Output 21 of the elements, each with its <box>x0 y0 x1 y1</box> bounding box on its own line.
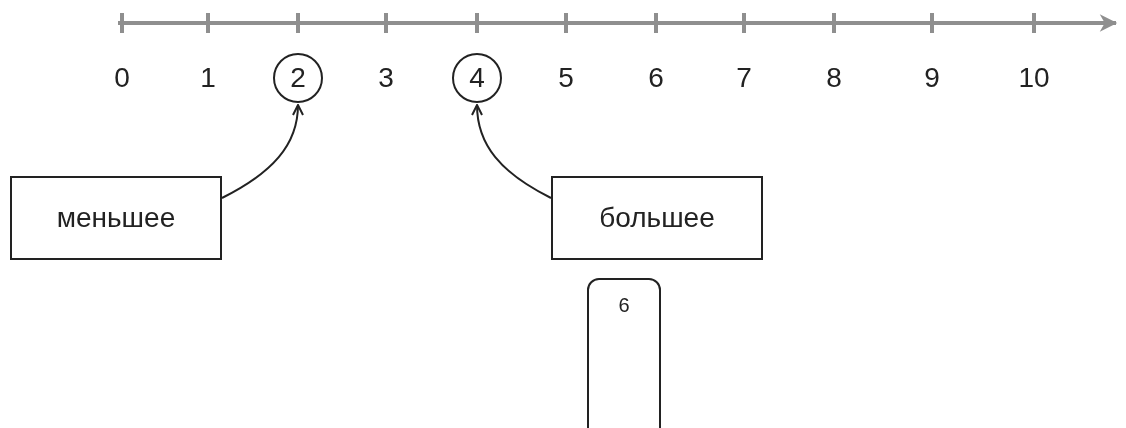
circled-number <box>452 53 502 103</box>
term-box <box>10 176 222 260</box>
node-text: 4 <box>469 62 485 94</box>
tick-label: 10 <box>1018 62 1050 94</box>
node-text: 2 <box>290 62 306 94</box>
tick-label: 7 <box>736 62 752 94</box>
tick-label: 6 <box>648 62 664 94</box>
tick-label: 8 <box>826 62 842 94</box>
curved-arrow <box>221 104 304 199</box>
curved-arrow <box>471 104 552 199</box>
tick-label: 5 <box>558 62 574 94</box>
node-text: меньшее <box>56 202 176 234</box>
node-text: 6 <box>618 294 630 317</box>
tick-label: 3 <box>378 62 394 94</box>
circled-number <box>273 53 323 103</box>
number-card <box>587 278 661 428</box>
tick-label: 9 <box>924 62 940 94</box>
node-text: большее <box>599 202 715 234</box>
term-box <box>551 176 763 260</box>
tick-label: 0 <box>114 62 130 94</box>
tick-label: 1 <box>200 62 216 94</box>
